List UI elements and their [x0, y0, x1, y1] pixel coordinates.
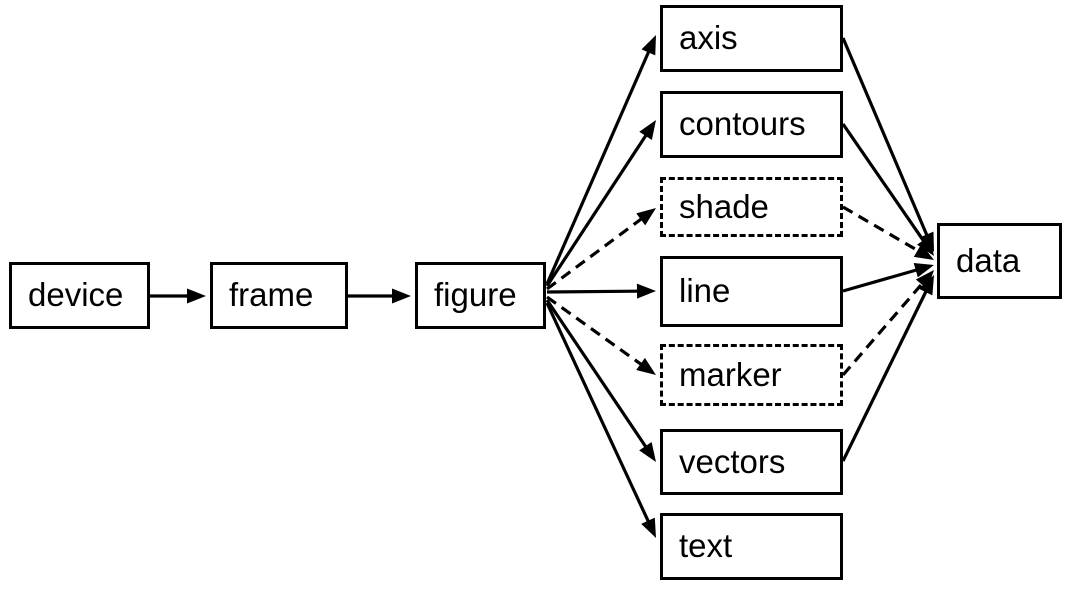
node-label-line: line [679, 272, 731, 309]
node-data[interactable]: data [937, 223, 1062, 299]
node-label-device: device [28, 276, 124, 313]
edge-line [546, 216, 645, 291]
node-figure[interactable]: figure [415, 262, 546, 329]
node-axis[interactable]: axis [660, 5, 843, 72]
edge-figure-to-shade [546, 208, 656, 291]
edge-line [545, 302, 651, 525]
edge-marker-to-data [841, 270, 934, 377]
node-label-marker: marker [679, 355, 782, 393]
arrowhead-icon [641, 517, 656, 538]
edge-line [842, 205, 921, 254]
node-label-vectors: vectors [679, 442, 786, 480]
node-label-data: data [956, 241, 1021, 279]
edge-frame-to-figure [348, 288, 411, 304]
node-label-figure: figure [434, 276, 517, 313]
edge-line-to-data [842, 263, 934, 293]
node-vectors[interactable]: vectors [660, 429, 843, 495]
arrowhead-icon [639, 120, 656, 140]
node-label-axis: axis [679, 19, 738, 56]
node-label-shade: shade [679, 187, 769, 225]
edge-contours-to-data [841, 123, 934, 256]
arrowhead-icon [636, 283, 656, 299]
edge-line [545, 49, 652, 285]
edge-line [546, 295, 644, 367]
edge-line [841, 288, 929, 462]
edge-line [842, 267, 920, 293]
node-label-text: text [679, 527, 733, 564]
arrowhead-icon [917, 236, 934, 256]
node-label-frame: frame [229, 276, 314, 313]
edge-line [841, 37, 930, 238]
edge-line [841, 281, 925, 377]
node-line[interactable]: line [660, 256, 843, 327]
arrowhead-icon [187, 288, 206, 304]
edge-figure-to-marker [546, 295, 656, 375]
edge-vectors-to-data [841, 275, 934, 462]
node-contours[interactable]: contours [660, 91, 843, 158]
node-label-contours: contours [679, 105, 806, 142]
arrowhead-icon [641, 35, 656, 56]
node-device[interactable]: device [9, 262, 150, 329]
arrowhead-icon [918, 275, 934, 296]
edge-device-to-frame [150, 288, 206, 304]
arrowhead-icon [639, 442, 656, 462]
edge-figure-to-axis [545, 35, 656, 285]
edge-line [545, 132, 649, 287]
edge-line [841, 123, 927, 244]
edge-figure-to-contours [545, 120, 656, 287]
edge-line [546, 289, 641, 294]
arrowhead-icon [392, 288, 411, 304]
arrowhead-icon [636, 208, 656, 226]
node-text[interactable]: text [660, 513, 843, 580]
node-frame[interactable]: frame [210, 262, 348, 329]
edge-figure-to-text [545, 302, 656, 538]
edge-line [545, 299, 649, 450]
arrowhead-icon [915, 270, 934, 290]
node-shade[interactable]: shade [660, 177, 843, 237]
edge-figure-to-line [546, 283, 656, 299]
arrowhead-icon [913, 243, 934, 260]
arrowhead-icon [636, 357, 656, 375]
arrowhead-icon [913, 263, 934, 278]
edge-shade-to-data [842, 205, 934, 260]
node-marker[interactable]: marker [660, 344, 843, 406]
edge-figure-to-vectors [545, 299, 656, 462]
